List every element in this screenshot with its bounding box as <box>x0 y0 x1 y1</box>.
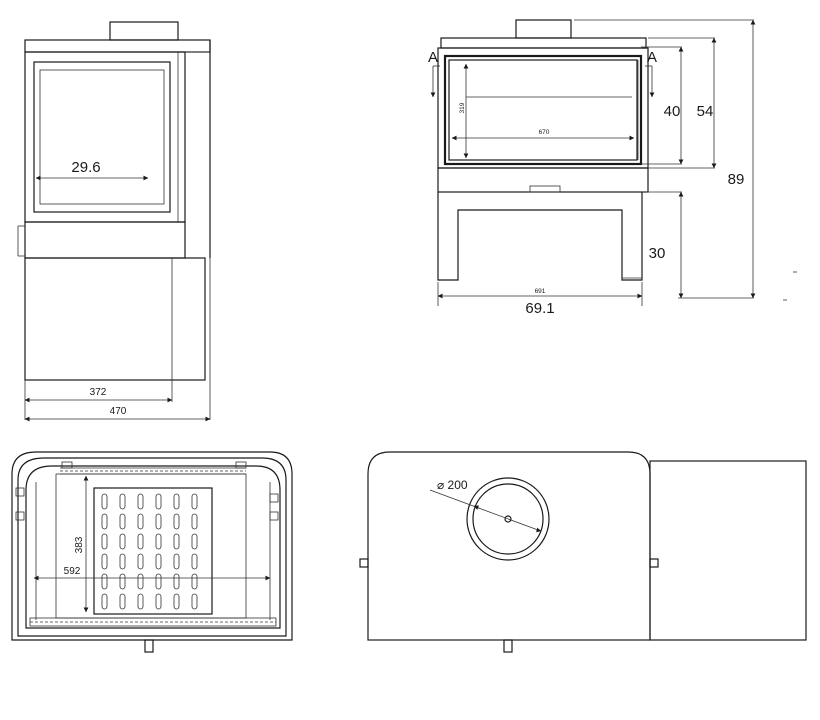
grate-slot <box>173 533 180 550</box>
side-bracket-right <box>649 558 659 568</box>
grate-slot <box>101 493 108 510</box>
top-plate-front <box>440 37 647 49</box>
grate-slot <box>101 533 108 550</box>
front-view: 319 670 A A 40 54 89 30 691 <box>428 19 797 317</box>
flue-collar <box>109 21 179 41</box>
grate-slot <box>173 513 180 530</box>
grate-slot <box>137 533 144 550</box>
grate-depth-label: 383 <box>74 536 85 553</box>
grate-slot <box>191 593 198 610</box>
total-width-label: 69.1 <box>525 300 554 317</box>
grate-slot <box>155 493 162 510</box>
side-view: 29.6 372 470 <box>17 21 211 422</box>
flue-diameter-leader <box>429 489 539 531</box>
flue-outlet-outer <box>466 477 550 561</box>
grate-slot <box>155 573 162 590</box>
grate-slot <box>101 573 108 590</box>
firebox-lining <box>25 465 281 629</box>
firebox-height-label: 40 <box>664 103 681 120</box>
grate-slot <box>155 593 162 610</box>
glass-height-label: 319 <box>459 102 466 113</box>
grate-slot <box>155 513 162 530</box>
grate <box>93 487 213 615</box>
body-front <box>437 47 649 169</box>
top-view: ⌀ 200 <box>359 451 807 653</box>
grate-slot <box>101 513 108 530</box>
total-depth-label: 470 <box>110 406 127 417</box>
door-frame <box>443 54 643 166</box>
grate-slot <box>119 553 126 570</box>
flue-diameter-label: ⌀ 200 <box>437 478 468 492</box>
grate-slot <box>137 593 144 610</box>
grate-slot <box>119 573 126 590</box>
top-plate <box>24 39 211 53</box>
flue-outlet-inner <box>472 483 544 555</box>
air-control-knob <box>144 639 154 653</box>
grate-slot <box>119 533 126 550</box>
section-plan: 383 592 <box>11 451 293 653</box>
grate-slot <box>137 513 144 530</box>
grate-slot <box>119 493 126 510</box>
grate-slot <box>173 593 180 610</box>
outer-shell <box>11 451 293 641</box>
base-band-front <box>437 167 649 193</box>
side-glass <box>33 61 171 213</box>
side-bracket-left <box>359 558 369 568</box>
top-plate-outline <box>367 451 651 641</box>
grate-slot <box>137 573 144 590</box>
body-side <box>24 51 186 223</box>
flue-center <box>504 515 512 523</box>
grate-slot <box>101 593 108 610</box>
flue-collar-front <box>515 19 572 39</box>
grate-slot <box>173 493 180 510</box>
grate-slot <box>191 493 198 510</box>
air-control-knob-top <box>503 639 513 653</box>
body-height-label: 54 <box>697 103 714 120</box>
grate-slot <box>101 553 108 570</box>
grate-slot <box>119 513 126 530</box>
section-marker-right: A <box>647 49 657 66</box>
grate-slot <box>191 553 198 570</box>
outer-shell-inner <box>17 457 287 637</box>
base-box <box>24 257 206 381</box>
door-depth-label: 29.6 <box>71 159 100 176</box>
leg-frame <box>437 192 643 281</box>
grate-slot <box>191 533 198 550</box>
glass-panel <box>448 59 638 161</box>
grate-slots <box>101 493 198 610</box>
ashpan-band <box>24 221 186 259</box>
grate-slot <box>191 513 198 530</box>
air-control <box>529 185 561 193</box>
total-width-mm-label: 691 <box>535 288 546 295</box>
grate-slot <box>137 493 144 510</box>
rear-heat-shield <box>649 460 807 641</box>
grate-slot <box>173 573 180 590</box>
section-marker-left: A <box>428 49 438 66</box>
total-height-label: 89 <box>728 171 745 188</box>
base-depth-label: 372 <box>90 387 107 398</box>
glass-width-label: 670 <box>539 129 550 136</box>
grate-slot <box>137 553 144 570</box>
firebox-width-label: 592 <box>64 566 81 577</box>
grate-slot <box>191 573 198 590</box>
leg-height-label: 30 <box>649 245 666 262</box>
side-glass-inner <box>39 69 165 205</box>
grate-slot <box>155 553 162 570</box>
grate-slot <box>119 593 126 610</box>
grate-slot <box>173 553 180 570</box>
grate-slot <box>155 533 162 550</box>
